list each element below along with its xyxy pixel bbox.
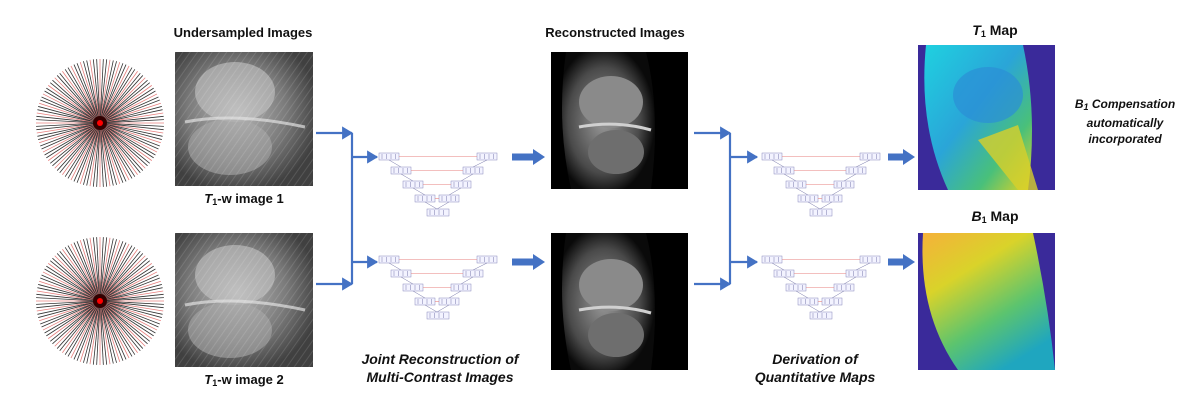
arrowhead-recon-1 xyxy=(533,149,545,165)
note-symbol: B xyxy=(1074,97,1084,111)
unet-up-path xyxy=(448,187,462,196)
t1-map-symbol: T xyxy=(972,22,981,38)
unet-down-path xyxy=(795,290,809,299)
unet-up-path xyxy=(843,173,857,182)
radial-sampling-pattern-1 xyxy=(36,59,164,187)
image-2-symbol: T xyxy=(204,372,213,387)
unet-down-path xyxy=(771,262,785,271)
arrowhead-recon-2 xyxy=(533,254,545,270)
unet-up-path xyxy=(831,187,845,196)
unet-encoder-block xyxy=(426,311,450,320)
unet-down-path xyxy=(424,201,438,210)
kspace-center-dot-2 xyxy=(97,298,103,304)
unet-down-path xyxy=(388,262,402,271)
unet-up-path xyxy=(448,290,462,299)
caption-derive-line1: Derivation of xyxy=(772,351,858,367)
t1-map-suffix: Map xyxy=(985,22,1018,38)
image-1-symbol: T xyxy=(204,191,213,206)
note-line3: incorporated xyxy=(1088,132,1162,146)
reconstructed-image-2 xyxy=(551,233,688,370)
caption-derive-line2: Quantitative Maps xyxy=(754,369,876,385)
unet-up-path xyxy=(460,276,474,285)
image-1-suffix: -w image 1 xyxy=(217,191,284,206)
unet-down-path xyxy=(795,187,809,196)
unet-up-path xyxy=(819,304,833,313)
caption-joint-line2: Multi-Contrast Images xyxy=(366,369,514,385)
arrowhead-b1 xyxy=(903,254,915,270)
unet-down-path xyxy=(771,159,785,168)
header-b1-map: B1 Map xyxy=(935,208,1055,225)
t1-map-subscript: 1 xyxy=(980,29,986,39)
image-label-1: T1-w image 1 xyxy=(175,191,313,207)
caption-derivation: Derivation of Quantitative Maps xyxy=(735,350,895,386)
unet-graph-recon-1 xyxy=(378,152,498,217)
unet-down-path xyxy=(807,304,821,313)
unet-graph-map-2 xyxy=(761,255,881,320)
unet-up-path xyxy=(436,304,450,313)
note-line2: automatically xyxy=(1086,116,1164,130)
unet-up-path xyxy=(843,276,857,285)
b1-map-symbol: B xyxy=(971,208,982,224)
unet-up-path xyxy=(460,173,474,182)
unet-up-path xyxy=(472,262,488,271)
image-2-subscript: 1 xyxy=(212,378,218,388)
unet-block-map-1 xyxy=(761,152,881,217)
note-line1: B1 Compensation xyxy=(1060,96,1190,115)
unet-encoder-block xyxy=(809,208,833,217)
radial-sampling-pattern-2 xyxy=(36,237,164,365)
unet-block-recon-2 xyxy=(378,255,498,320)
note-subscript: 1 xyxy=(1083,102,1089,112)
kspace-center-dot-1 xyxy=(97,120,103,126)
unet-graph-map-1 xyxy=(761,152,881,217)
unet-down-path xyxy=(783,276,797,285)
caption-joint-reconstruction: Joint Reconstruction of Multi-Contrast I… xyxy=(345,350,535,386)
unet-down-path xyxy=(412,290,426,299)
t1-map-image xyxy=(918,45,1055,190)
b1-map-subscript: 1 xyxy=(981,215,987,225)
unet-up-path xyxy=(436,201,450,210)
b1-compensation-note: B1 Compensation automatically incorporat… xyxy=(1060,96,1190,147)
image-label-2: T1-w image 2 xyxy=(175,372,313,388)
header-undersampled: Undersampled Images xyxy=(168,25,318,40)
caption-joint-line1: Joint Reconstruction of xyxy=(361,351,519,367)
unet-up-path xyxy=(831,290,845,299)
header-undersampled-text: Undersampled Images xyxy=(173,25,313,40)
b1-map-suffix: Map xyxy=(986,208,1019,224)
header-reconstructed-text: Reconstructed Images xyxy=(545,25,685,40)
unet-down-path xyxy=(400,173,414,182)
note-line1-suffix: Compensation xyxy=(1088,97,1176,111)
image-1-subscript: 1 xyxy=(212,197,218,207)
unet-down-path xyxy=(807,201,821,210)
unet-down-path xyxy=(783,173,797,182)
unet-down-path xyxy=(388,159,402,168)
reconstructed-image-1 xyxy=(551,52,688,189)
unet-up-path xyxy=(472,159,488,168)
unet-graph-recon-2 xyxy=(378,255,498,320)
arrowhead-t1 xyxy=(903,149,915,165)
unet-encoder-block xyxy=(426,208,450,217)
header-t1-map: T1 Map xyxy=(935,22,1055,39)
unet-down-path xyxy=(412,187,426,196)
header-reconstructed: Reconstructed Images xyxy=(540,25,690,40)
unet-down-path xyxy=(400,276,414,285)
undersampled-image-1 xyxy=(175,52,313,186)
image-2-suffix: -w image 2 xyxy=(217,372,284,387)
unet-down-path xyxy=(424,304,438,313)
unet-up-path xyxy=(855,262,871,271)
b1-map-image xyxy=(918,233,1055,370)
unet-encoder-block xyxy=(809,311,833,320)
undersampled-image-2 xyxy=(175,233,313,367)
unet-up-path xyxy=(819,201,833,210)
unet-block-map-2 xyxy=(761,255,881,320)
unet-block-recon-1 xyxy=(378,152,498,217)
unet-up-path xyxy=(855,159,871,168)
